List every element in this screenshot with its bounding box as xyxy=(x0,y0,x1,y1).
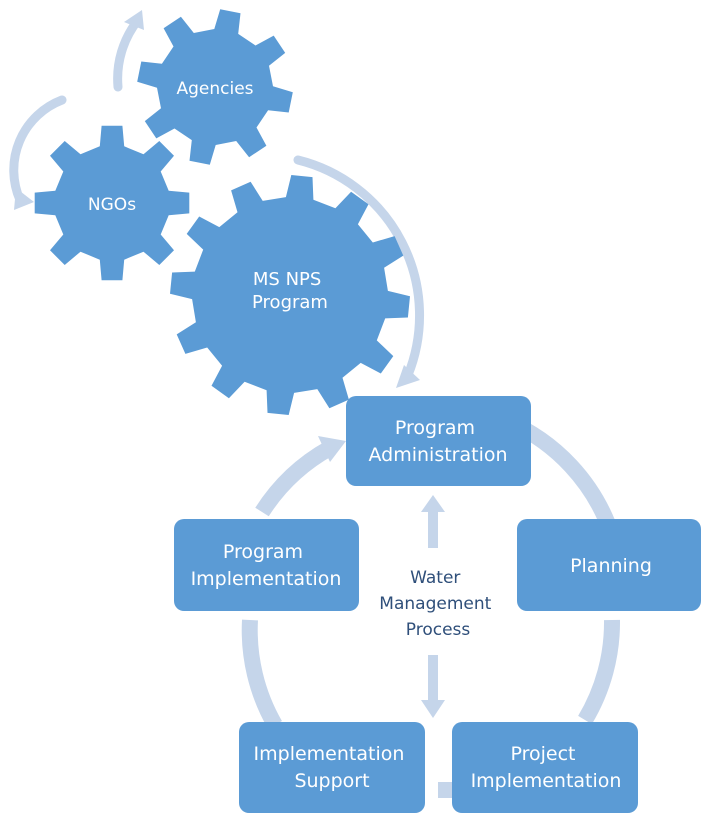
box-planning xyxy=(517,519,701,611)
center-label: Water Management Process xyxy=(379,568,496,640)
label-program-implementation-line2: Implementation xyxy=(191,568,342,590)
label-project-implementation-line1: Project xyxy=(510,743,575,765)
label-program-implementation-line1: Program xyxy=(223,541,303,563)
box-program-implementation xyxy=(174,519,359,611)
box-implementation-support xyxy=(239,722,425,813)
label-implementation-support-line1: Implementation xyxy=(254,743,405,765)
label-program-administration-line1: Program xyxy=(395,417,475,439)
down-arrow xyxy=(421,655,445,718)
gear-label-ngos: NGOs xyxy=(88,195,136,215)
label-program-administration: Program Administration xyxy=(368,417,507,466)
box-project-implementation xyxy=(452,722,638,813)
box-program-administration xyxy=(346,396,531,486)
center-label-line3: Process xyxy=(406,620,471,640)
label-program-implementation: Program Implementation xyxy=(191,541,342,590)
center-vertical-arrows xyxy=(421,495,445,718)
gear-ngos-icon xyxy=(34,125,190,281)
label-implementation-support: Implementation Support xyxy=(254,743,411,792)
label-project-implementation: Project Implementation xyxy=(471,743,622,792)
cycle-arrowheads xyxy=(318,436,346,462)
gear-label-agencies: Agencies xyxy=(176,79,253,99)
gear-label-ms-nps-line1: MS NPS xyxy=(253,269,321,290)
arc-ngos-to-agencies xyxy=(113,15,143,92)
label-project-implementation-line2: Implementation xyxy=(471,770,622,792)
gear-cycle-arrowheads xyxy=(14,10,420,388)
arrowhead-admin xyxy=(396,365,420,388)
gear-agencies-icon xyxy=(137,9,293,165)
cycle-arc-left-top xyxy=(255,441,334,517)
center-label-line2: Management xyxy=(379,594,491,614)
gear-label-ms-nps-line2: Program xyxy=(252,292,328,313)
arrowhead-into-program-administration xyxy=(318,436,346,462)
cycle-arc-left-bottom xyxy=(241,619,282,729)
process-boxes: Program Administration Planning Project … xyxy=(174,396,701,813)
label-implementation-support-line2: Support xyxy=(294,770,369,792)
label-planning: Planning xyxy=(570,555,652,577)
label-program-administration-line2: Administration xyxy=(368,444,507,466)
gear-ms-nps-program-icon xyxy=(170,175,410,415)
arrowhead-left xyxy=(14,188,34,210)
gear-label-ms-nps-program: MS NPS Program xyxy=(252,269,328,313)
arrowhead-top xyxy=(124,10,144,30)
cycle-arc-right xyxy=(578,619,621,725)
gears-layer xyxy=(34,9,410,415)
arc-agencies-to-ngos xyxy=(9,95,67,205)
up-arrow xyxy=(421,495,445,548)
arc-program-to-administration xyxy=(293,155,425,380)
center-label-line1: Water xyxy=(410,568,460,588)
